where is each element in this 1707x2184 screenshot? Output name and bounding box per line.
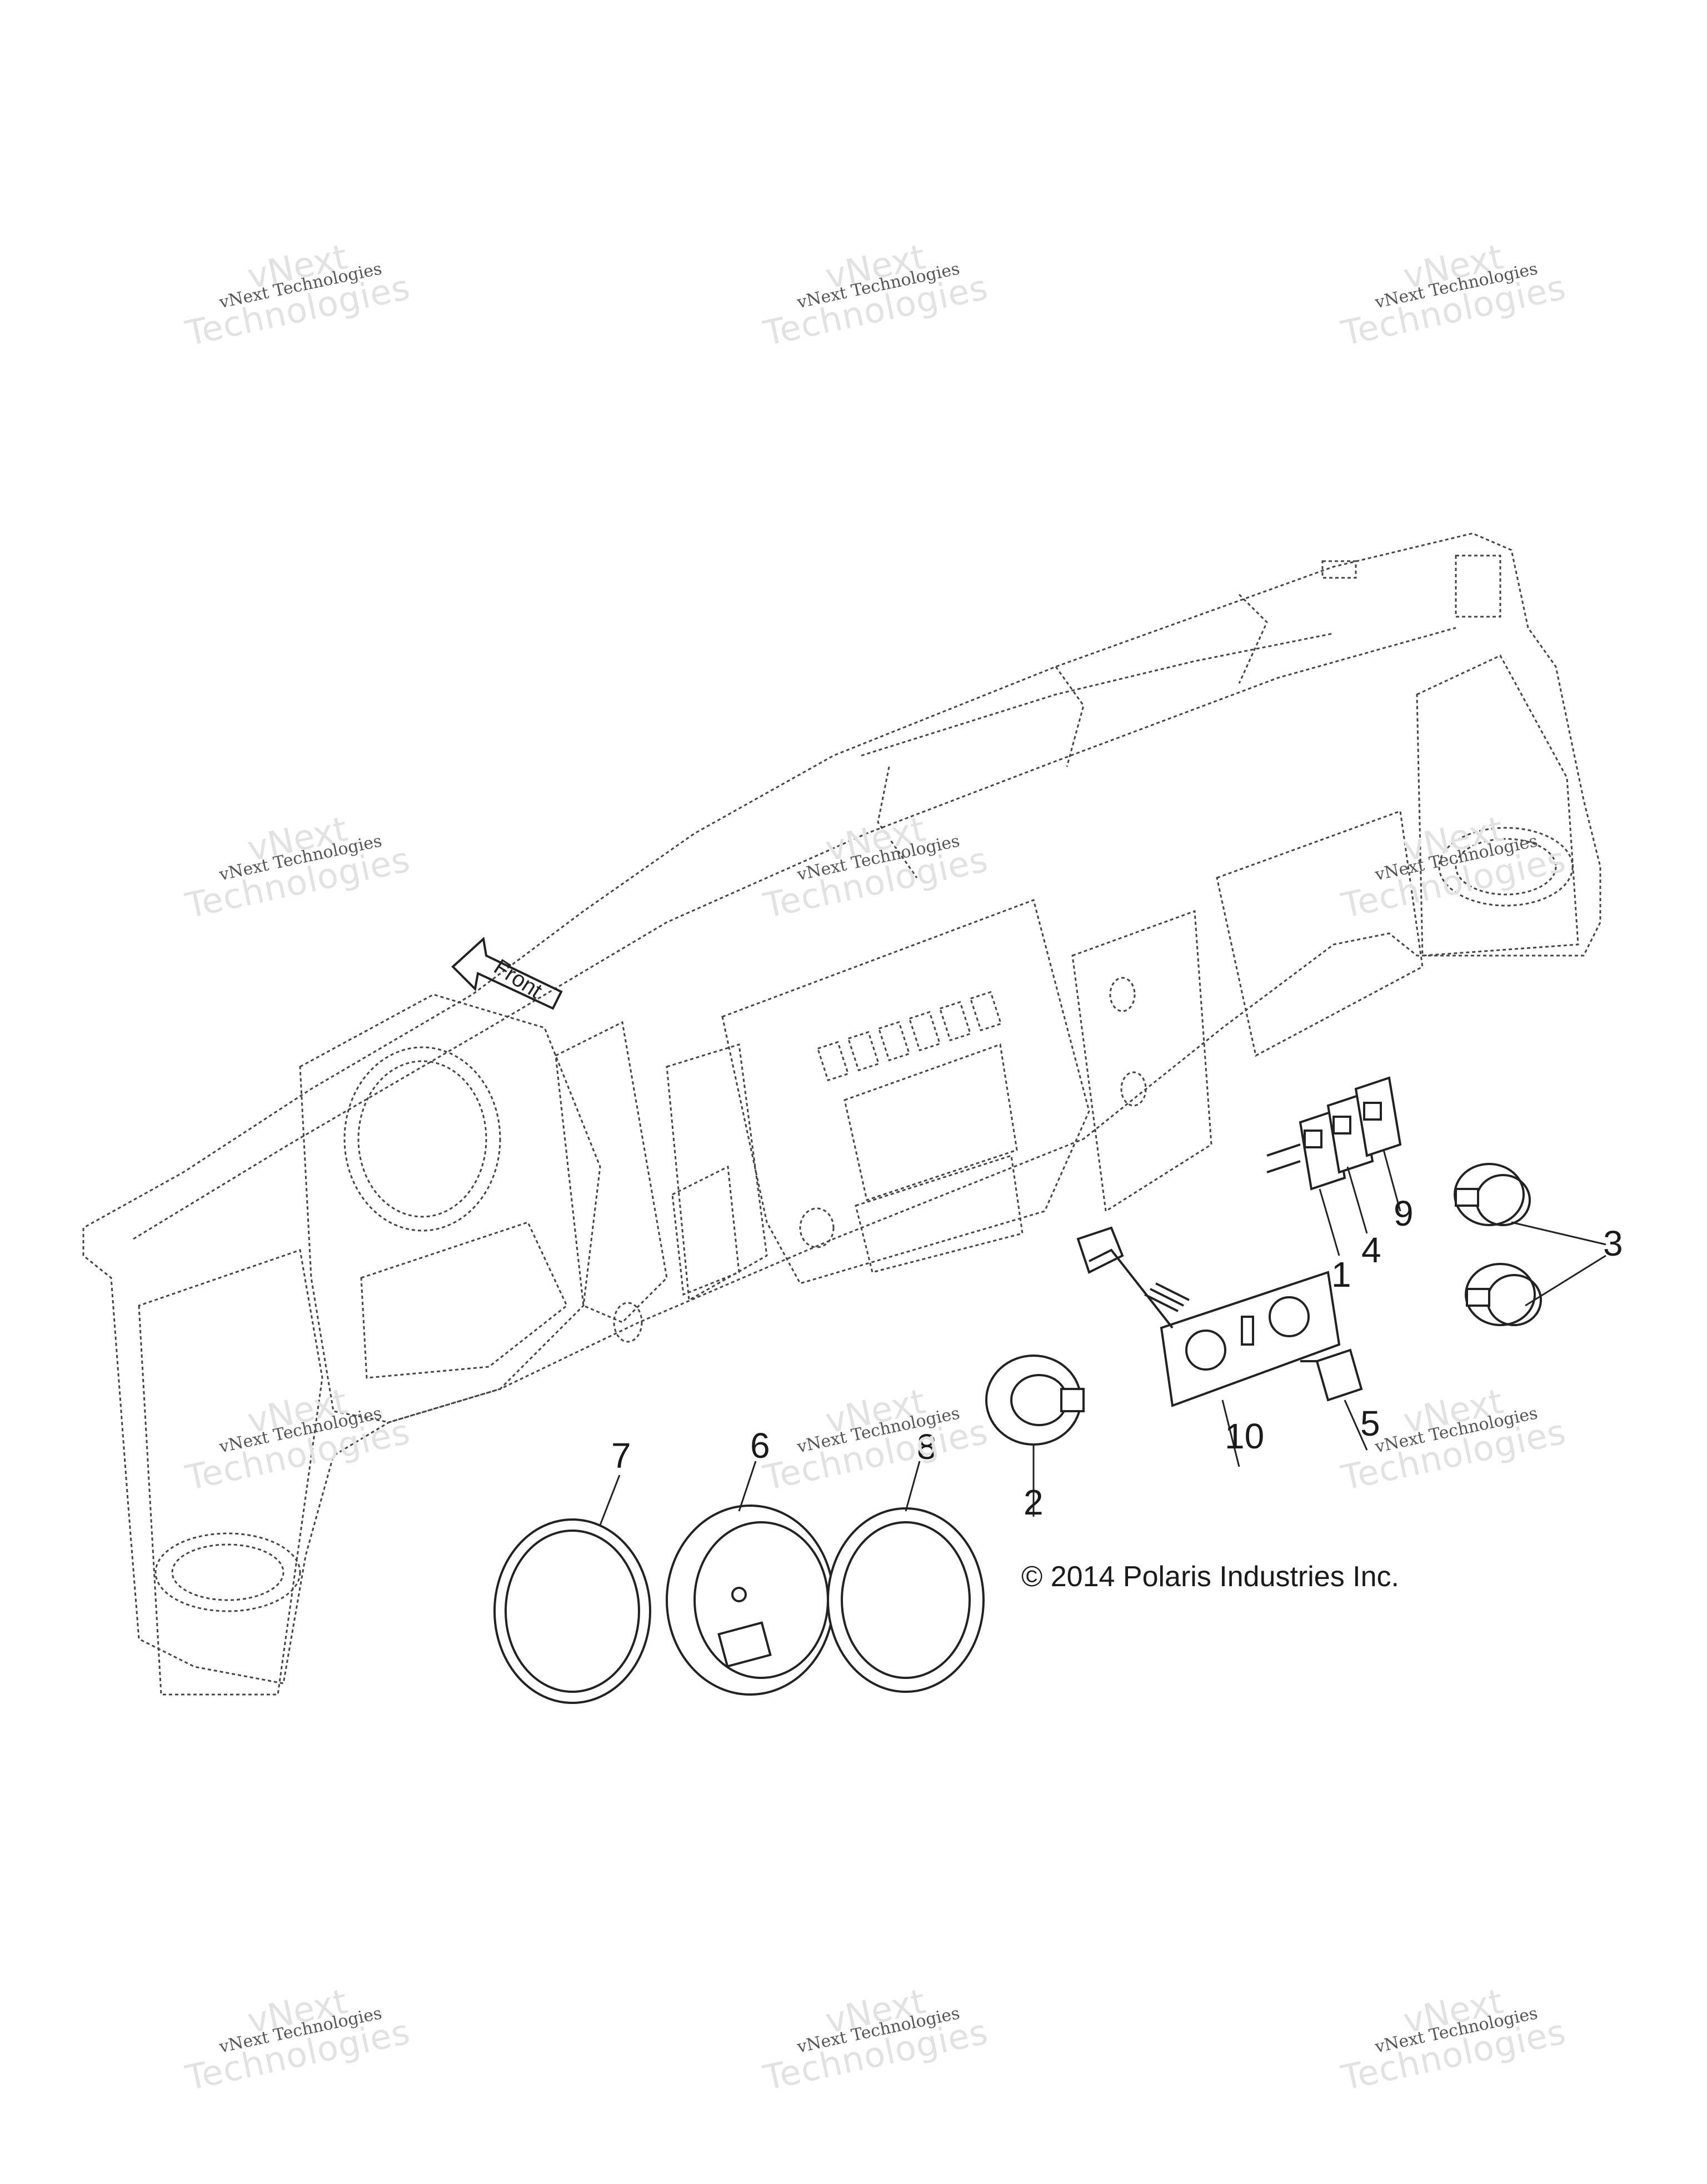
ignition-switch [985,1355,1085,1446]
right-glovebox [1416,654,1579,957]
dashboard-top-ridge [133,627,1456,1240]
leader-3a [1511,1221,1606,1246]
leader-3b [1525,1255,1606,1307]
console-knob [799,1207,835,1248]
right-cupholder [1438,827,1574,907]
left-cupholder [154,1532,301,1612]
callout-10: 10 [1225,1416,1265,1456]
callout-8: 8 [917,1427,937,1467]
callout-4: 4 [1361,1230,1381,1270]
gauge-pod [299,993,601,1423]
leader-6 [738,1461,757,1512]
callout-7: 7 [611,1436,631,1476]
callout-6: 6 [750,1426,770,1466]
leader-5 [1344,1400,1368,1451]
callout-5: 5 [1360,1403,1380,1443]
center-console [721,899,1090,1285]
callout-3: 3 [1603,1223,1623,1263]
leader-9 [1382,1150,1401,1212]
gauge-opening [343,1046,501,1232]
hvac-control [1076,1226,1341,1407]
power-outlet-group [1454,1163,1542,1326]
callout-2: 2 [1024,1482,1044,1522]
leader-8 [905,1461,921,1512]
leader-7 [599,1475,621,1526]
leader-4 [1346,1166,1368,1234]
callout-1: 1 [1331,1255,1351,1295]
rocker-switch-group [1266,1076,1402,1191]
gauge-trim-ring [827,1507,985,1693]
leader-10 [1221,1400,1240,1467]
passenger-panel [1071,909,1212,1213]
single-switch [1300,1348,1363,1402]
gauge-bezel-ring [493,1518,651,1704]
callout-9: 9 [1394,1193,1414,1233]
instrument-cluster-gauge [666,1505,835,1696]
dashboard-outline [82,532,1601,1685]
left-glovebox [138,1249,323,1696]
front-arrow-shape [451,937,563,1010]
leader-1 [1319,1188,1340,1256]
copyright-notice: © 2014 Polaris Industries Inc. [1021,1561,1399,1593]
